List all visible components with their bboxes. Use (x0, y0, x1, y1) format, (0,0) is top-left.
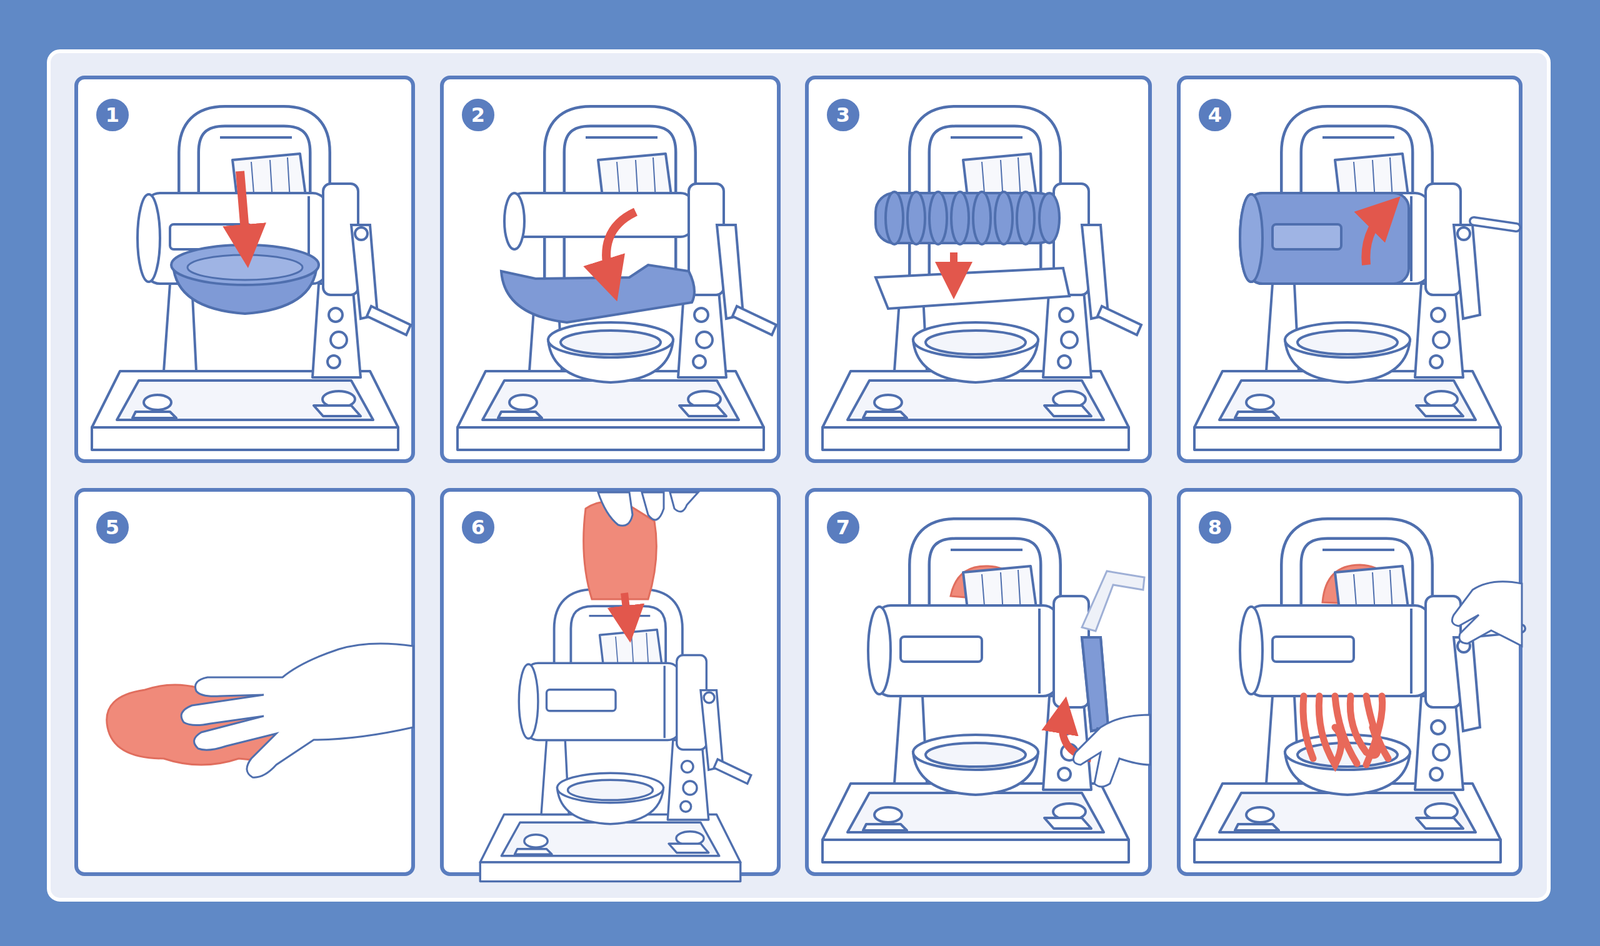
step-number: 2 (460, 96, 497, 134)
step-2-illustration (457, 116, 777, 450)
sheet (48, 51, 1549, 900)
step-number: 5 (94, 509, 131, 546)
step-label: 1 (105, 105, 120, 125)
step-label: 7 (836, 517, 850, 538)
step-5-illustration (106, 643, 414, 778)
step-label: 4 (1208, 105, 1222, 125)
step-3-illustration (822, 116, 1142, 450)
step-label: 5 (105, 517, 120, 538)
step-number: 4 (1196, 96, 1234, 134)
step-6-illustration (480, 492, 752, 882)
step-7-illustration (822, 528, 1150, 863)
panel-frames (76, 77, 1521, 875)
step-label: 6 (471, 517, 485, 538)
step-label: 3 (836, 105, 850, 125)
step-number: 8 (1196, 509, 1234, 546)
step-1-illustration (91, 116, 411, 450)
step-number: 6 (460, 509, 497, 546)
step-label: 2 (471, 105, 485, 125)
step-number: 1 (94, 96, 131, 134)
step-4-illustration (1194, 116, 1517, 450)
step-8-illustration (1194, 528, 1522, 863)
step-number: 7 (825, 509, 862, 546)
step-label: 8 (1208, 517, 1222, 538)
step-number: 3 (825, 96, 862, 134)
